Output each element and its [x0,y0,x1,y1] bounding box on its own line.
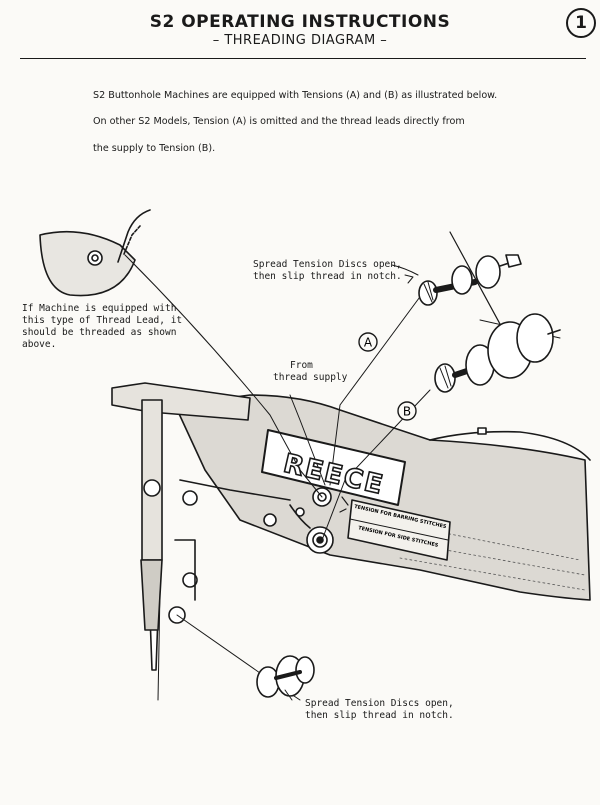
callout-top-tension-1: Spread Tension Discs open, [253,259,402,270]
callout-thread-lead-4: above. [22,339,57,350]
callout-bottom-tension-2: then slip thread in notch. [305,710,454,721]
tension-b-exploded [434,313,561,393]
label-a-marker [358,332,378,352]
intro-line-2: On other S2 Models, Tension (A) is omitt… [93,116,465,127]
label-b-marker [397,401,417,421]
callout-leaders [284,264,419,701]
callout-thread-lead-2: this type of Thread Lead, it [22,315,183,326]
tension-a-exploded [418,231,561,371]
page-number-badge: 1 [566,8,596,38]
page-subtitle: – THREADING DIAGRAM – [212,33,388,48]
callout-from-supply-2: thread supply [273,372,348,383]
callout-top-tension-2: then slip thread in notch. [253,271,402,282]
page-title: S2 OPERATING INSTRUCTIONS [149,12,451,32]
callout-from-supply-1: From [290,360,313,371]
lower-tension-exploded [256,655,315,698]
header-rule [20,58,586,59]
machine-tension-assembly [263,487,334,554]
needle-head [111,382,291,671]
intro-line-3: the supply to Tension (B). [93,143,216,154]
tension-plate [339,496,451,561]
intro-line-1: S2 Buttonhole Machines are equipped with… [93,90,498,101]
callout-bottom-tension-1: Spread Tension Discs open, [305,698,454,709]
thread-lead-inset [39,209,151,297]
callout-thread-lead-3: should be threaded as shown [22,327,177,338]
label-b: B [403,405,411,419]
reece-nameplate [261,429,406,506]
callout-thread-lead-1: If Machine is equipped with [22,303,177,314]
label-a: A [364,336,373,350]
